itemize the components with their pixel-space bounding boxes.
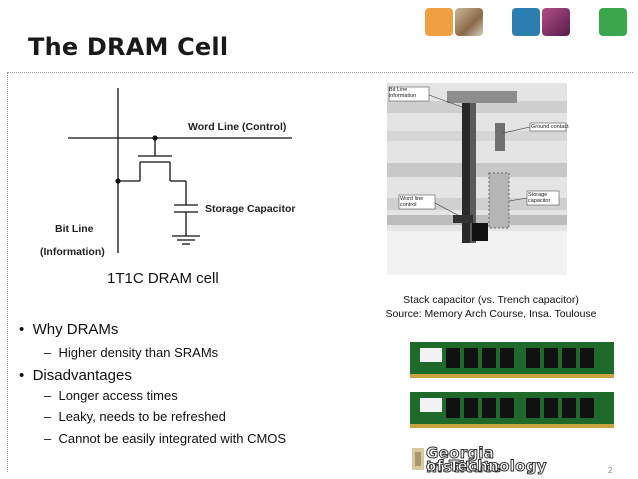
label-word-line-control: Word line control — [400, 196, 424, 208]
page-number: 2 — [608, 466, 613, 475]
label-storage-capacitor: Storage capacitor — [528, 192, 551, 204]
bullet-text: Why DRAMs — [32, 321, 119, 338]
word-line-label: Word Line (Control) — [188, 121, 287, 133]
sub-text: Cannot be easily integrated with CMOS — [58, 431, 287, 446]
header-tile-photo — [455, 8, 483, 36]
dram-circuit-diagram — [68, 88, 292, 253]
bullet-dot: • — [19, 367, 33, 384]
ram-modules-image — [410, 342, 614, 428]
sub-bullet-higher-density: – Higher density than SRAMs — [44, 345, 218, 360]
sub-dash: – — [44, 345, 59, 360]
header-tile-blue — [512, 8, 540, 36]
sub-dash: – — [44, 388, 59, 403]
bullet-why-drams: • Why DRAMs — [19, 321, 118, 338]
slide-title: The DRAM Cell — [28, 33, 229, 61]
sub-text: Higher density than SRAMs — [58, 345, 219, 360]
header-tile-orange — [425, 8, 453, 36]
bullet-disadvantages: • Disadvantages — [19, 367, 132, 384]
frame-top-line — [7, 72, 633, 74]
sub-bullet-cmos: – Cannot be easily integrated with CMOS — [44, 431, 286, 446]
logo-line1: Georgia Institute — [426, 444, 502, 476]
ram-module-top — [410, 342, 614, 378]
header-tile-chip — [542, 8, 570, 36]
sub-dash: – — [44, 431, 59, 446]
header-tile-green — [599, 8, 627, 36]
frame-left-line — [7, 72, 9, 472]
bullet-text: Disadvantages — [32, 367, 132, 384]
sub-text: Leaky, needs to be refreshed — [58, 409, 226, 424]
logo-line2: of Technology — [426, 457, 548, 475]
cross-section-caption-line2: Source: Memory Arch Course, Insa. Toulou… — [385, 308, 597, 320]
storage-capacitor-label: Storage Capacitor — [205, 203, 296, 215]
ram-module-bottom — [410, 392, 614, 428]
logo-background-graphic — [412, 448, 424, 470]
sub-bullet-longer-access: – Longer access times — [44, 388, 178, 403]
sub-text: Longer access times — [58, 388, 178, 403]
stack-capacitor-cross-section-image — [387, 83, 567, 275]
bullet-dot: • — [19, 321, 33, 338]
bit-line-label: Bit Line — [55, 223, 94, 235]
circuit-caption: 1T1C DRAM cell — [107, 270, 219, 287]
cross-section-caption-line1: Stack capacitor (vs. Trench capacitor) — [403, 294, 579, 306]
georgia-tech-logo: Georgia Institute of Technology — [408, 444, 558, 476]
label-bit-line-information: Bit Line information — [389, 87, 417, 99]
sub-bullet-leaky: – Leaky, needs to be refreshed — [44, 409, 226, 424]
information-label: (Information) — [40, 246, 105, 258]
label-ground-contact: Ground contact — [531, 124, 569, 130]
sub-dash: – — [44, 409, 59, 424]
